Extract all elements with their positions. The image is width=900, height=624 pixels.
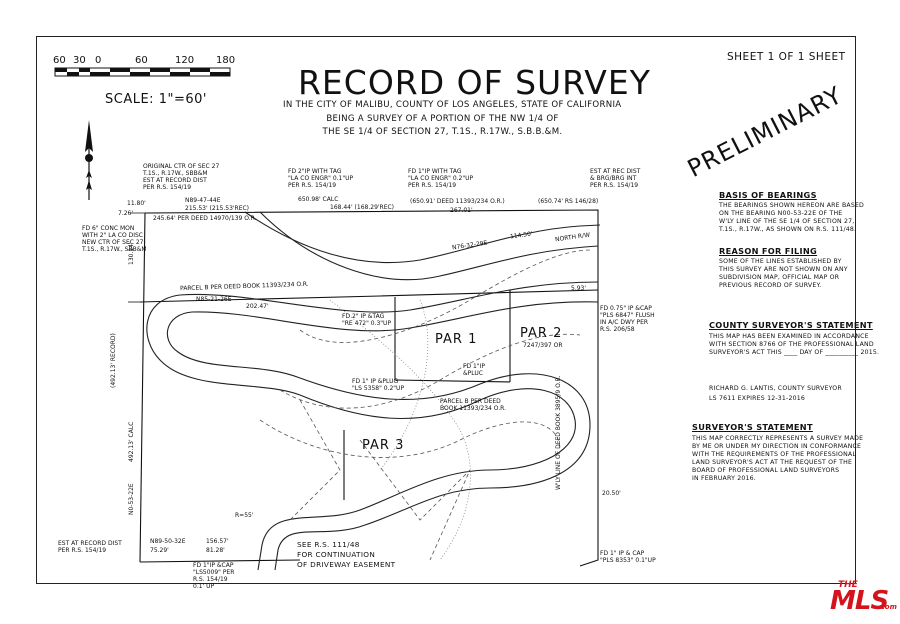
dim-215: 215.53' (215.53'REC) [185, 205, 250, 212]
logo-com: .com [878, 603, 897, 611]
dim-5-93: 5.93' [571, 285, 587, 292]
map-note-fd6: FD 6" CONC MON WITH 2" LA CO DISC NEW CT… [82, 225, 147, 253]
scale-tick-label: 120 [175, 55, 195, 66]
parcel-line [394, 379, 511, 383]
scale-tick-label: 180 [216, 55, 236, 66]
dim-130: 130.14' [128, 242, 135, 265]
sheet-border [36, 36, 856, 584]
page-title: RECORD OF SURVEY [298, 63, 651, 102]
logo-mls: MLS [830, 586, 889, 616]
title-line-1: IN THE CITY OF MALIBU, COUNTY OF LOS ANG… [283, 100, 622, 110]
label-7247: 7247/397 OR [523, 342, 563, 349]
note-line: LAND SURVEYOR'S ACT AT THE REQUEST OF TH… [692, 459, 853, 466]
note-line: THIS MAP HAS BEEN EXAMINED IN ACCORDANCE [709, 333, 869, 340]
sheet-number: SHEET 1 OF 1 SHEET [727, 51, 846, 63]
scale-tick-label: 60 [135, 55, 148, 66]
map-note-fd1ip-pluc: FD 1"IP &PLUC [463, 363, 485, 377]
note-line: THE BEARINGS SHOWN HEREON ARE BASED [719, 202, 865, 209]
parcel-label-3: PAR 3 [362, 438, 405, 453]
note-line: T.1S., R.17W., AS SHOWN ON R.S. 111/48. [719, 226, 857, 233]
map-note-fd1ip-8353: FD 1" IP & CAP "PLS 8353" 0.1"UP [600, 550, 656, 564]
dim-492-calc: 492.13' CALC [128, 421, 135, 462]
scale-tick-label: 60 [53, 55, 66, 66]
map-note-orig-ctr: ORIGINAL CTR OF SEC 27 T.1S., R.17W., SB… [143, 163, 220, 191]
map-note-fd1ip-plug: FD 1" IP &PLUG "LS 5358" 0.2"UP [352, 378, 405, 392]
parcel-label-2: PAR 2 [520, 326, 563, 341]
section-heading: REASON FOR FILING [719, 246, 818, 256]
dim-20: 20.50' [602, 490, 621, 497]
dim-168: 168.44' (168.29'REC) [330, 204, 395, 211]
title-line-3: THE SE 1/4 OF SECTION 27, T.1S., R.17W.,… [322, 127, 563, 137]
west-boundary-line [139, 212, 146, 563]
logo-the: THE [838, 580, 858, 590]
dim-r55: R=55' [235, 512, 254, 519]
map-note-est-rec-bot: EST AT RECORD DIST PER R.S. 154/19 [58, 540, 122, 554]
note-line: ON THE BEARING N00-53-22E OF THE [719, 210, 843, 217]
dim-n89-top: N89-47-44E [185, 197, 221, 204]
note-line: WITH THE REQUIREMENTS OF THE PROFESSIONA… [692, 451, 856, 458]
dim-11: 11.80' [127, 200, 146, 207]
signature-license: LS 7611 EXPIRES 12-31-2016 [709, 395, 806, 402]
note-line: IN FEBRUARY 2016. [692, 475, 756, 482]
dim-245: 245.64' PER DEED 14970/139 O.R. [153, 215, 257, 222]
dim-7-26: 7.26' [118, 210, 134, 217]
map-note-fd2ip: FD 2"IP WITH TAG "LA CO ENGR" 0.1"UP PER… [288, 168, 354, 189]
driveway-easement [146, 281, 599, 571]
label-wly-deed: W'LY LINE OF DEED BOOK 3895/9 O.R. [555, 375, 562, 490]
scale-label: SCALE: 1"=60' [105, 92, 207, 107]
note-line: BOARD OF PROFESSIONAL LAND SURVEYORS [692, 467, 840, 474]
note-line: W'LY LINE OF THE SE 1/4 OF SECTION 27, [719, 218, 855, 225]
dim-n89-bot: N89-50-32E [150, 538, 186, 545]
note-line: THIS SURVEY ARE NOT SHOWN ON ANY [719, 266, 848, 273]
dim-81: 81.28' [206, 547, 225, 554]
dim-650-deed: (650.91' DEED 11393/234 O.R.) [410, 198, 505, 205]
note-line: PREVIOUS RECORD OF SURVEY. [719, 282, 822, 289]
dim-n85: N85-21-26E [196, 296, 232, 303]
note-line: BY ME OR UNDER MY DIRECTION IN CONFORMAN… [692, 443, 862, 450]
parcel-label-1: PAR 1 [435, 332, 478, 347]
scale-bar-graphic [54, 67, 231, 77]
scale-tick-label: 30 [73, 55, 86, 66]
map-note-fd2ip-re: FD 2" IP &TAG "RE 472" 0.3"UP [342, 313, 392, 327]
dim-492-rec: (492.13' RECORD) [110, 333, 117, 388]
map-note-see-rs: SEE R.S. 111/48 FOR CONTINUATION OF DRIV… [297, 540, 396, 569]
note-line: THIS MAP CORRECTLY REPRESENTS A SURVEY M… [692, 435, 864, 442]
boundary-line [144, 209, 599, 567]
dim-650-calc: 650.98' CALC [298, 196, 339, 203]
dim-267: 267.01' [450, 207, 473, 214]
note-line: SUBDIVISION MAP, OFFICIAL MAP OR [719, 274, 840, 281]
north-arrow-icon [85, 120, 93, 200]
driveway-easement [166, 301, 599, 571]
south-boundary-line [139, 559, 301, 563]
section-heading: SURVEYOR'S STATEMENT [692, 422, 813, 432]
signature-name: RICHARD G. LANTIS, COUNTY SURVEYOR [709, 385, 842, 392]
map-note-fd075: FD 0.75" IP &CAP "PLS 6847" FLUSH IN A/C… [600, 305, 655, 333]
map-note-fd1ip-top: FD 1"IP WITH TAG "LA CO ENGR" 0.2"UP PER… [408, 168, 474, 189]
road-edge [259, 211, 599, 281]
parcel-b-line [139, 289, 599, 303]
dim-156: 156.57' [206, 538, 229, 545]
note-line: SOME OF THE LINES ESTABLISHED BY [719, 258, 842, 265]
dim-202: 202.47' [246, 303, 269, 310]
road-edge [244, 211, 601, 264]
section-heading: COUNTY SURVEYOR'S STATEMENT [709, 320, 873, 330]
note-line: SURVEYOR'S ACT THIS ____ DAY OF ________… [709, 349, 880, 356]
map-note-est-rec-top: EST AT REC DIST & BRG/BRG INT PER R.S. 1… [590, 168, 641, 189]
dim-650-rs: (650.74' RS 146/28) [538, 198, 599, 205]
section-heading: BASIS OF BEARINGS [719, 190, 817, 200]
dim-75: 75.29' [150, 547, 169, 554]
note-line: WITH SECTION 8766 OF THE PROFESSIONAL LA… [709, 341, 874, 348]
dim-n00: N0-53-22E [128, 483, 135, 515]
label-parcel-b-mid: PARCEL B PER DEED BOOK 11393/234 O.R. [440, 398, 507, 412]
map-note-fd1ip-cap: FD 1"IP &CAP "LS5009" PER R.S. 154/19 0.… [193, 562, 235, 590]
scale-tick-label: 0 [95, 55, 102, 66]
title-line-2: BEING A SURVEY OF A PORTION OF THE NW 1/… [326, 114, 559, 124]
